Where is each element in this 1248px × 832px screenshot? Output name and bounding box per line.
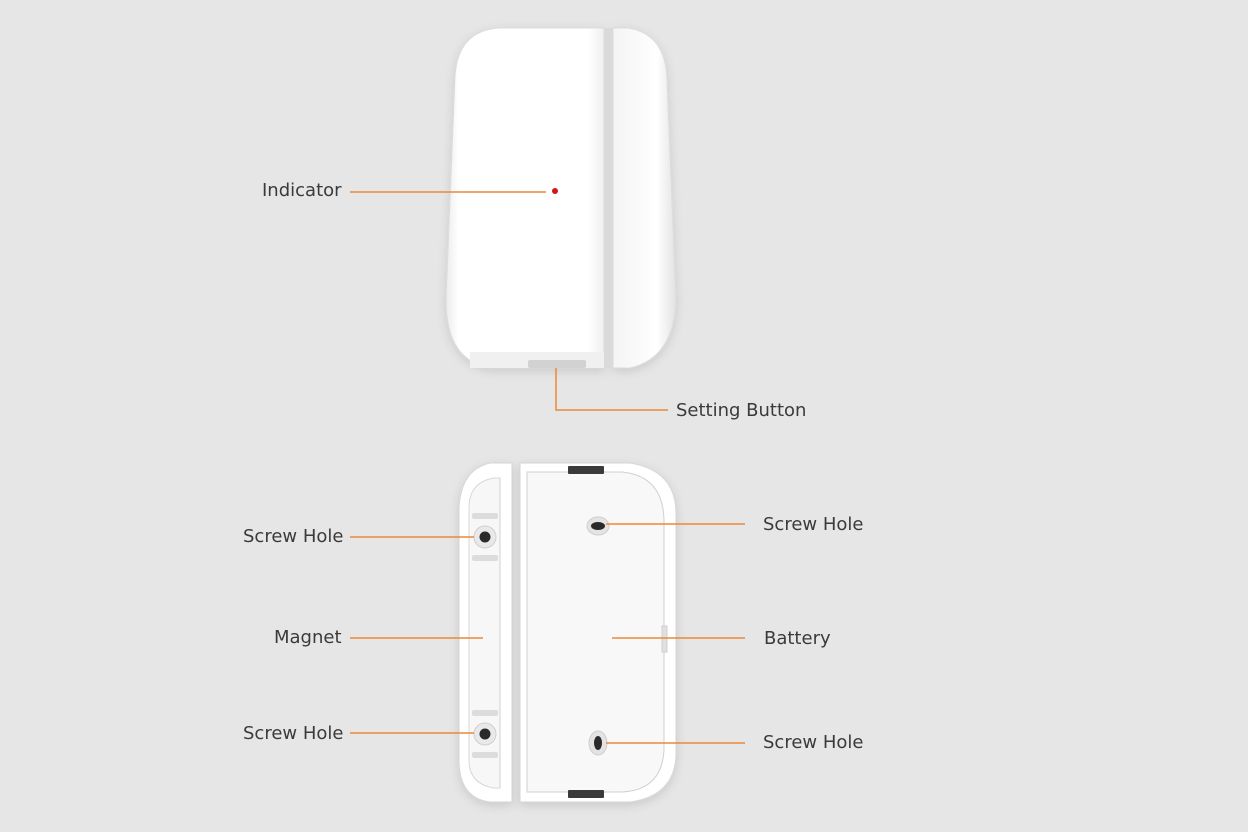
- magnet-screw-hole-top: [472, 513, 498, 561]
- magnet-screw-hole-top-label: Screw Hole: [243, 526, 344, 547]
- bottom-clip: [568, 790, 604, 798]
- magnet-label: Magnet: [274, 627, 342, 648]
- indicator-label: Indicator: [262, 180, 342, 201]
- magnet-screw-hole-bottom-label: Screw Hole: [243, 723, 344, 744]
- side-notch: [661, 625, 668, 653]
- setting-button-leader-line: [555, 368, 668, 411]
- battery-label: Battery: [764, 628, 831, 649]
- sensor-screw-hole-bottom-label: Screw Hole: [763, 732, 864, 753]
- leader-lines: [350, 191, 745, 744]
- sensor-screw-hole-top-label: Screw Hole: [763, 514, 864, 535]
- magnet-body-front: [612, 27, 677, 369]
- sensor-screw-hole-bottom: [588, 730, 608, 756]
- battery-cover: [526, 471, 665, 793]
- front-gap: [604, 28, 613, 368]
- indicator-led: [552, 188, 558, 194]
- main-body-front: [445, 27, 605, 369]
- magnet-screw-hole-bottom: [472, 710, 498, 758]
- top-clip: [568, 466, 604, 474]
- sensor-front-view: [445, 27, 677, 369]
- setting-button-shape: [528, 360, 586, 368]
- sensor-screw-hole-top: [586, 516, 610, 536]
- setting-button-label: Setting Button: [676, 400, 807, 421]
